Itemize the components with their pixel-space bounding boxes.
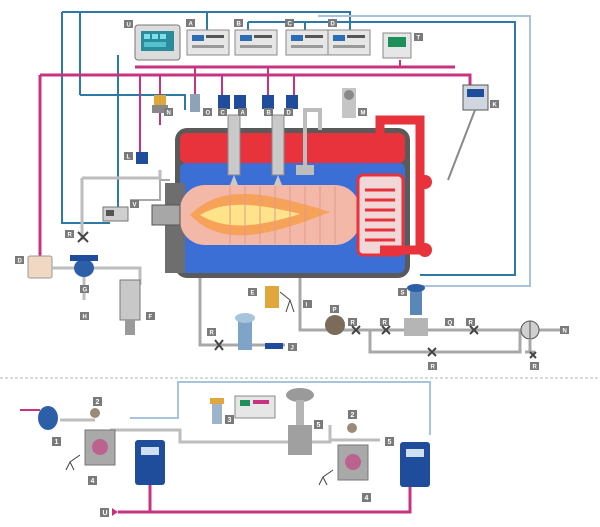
label-o: O (206, 111, 211, 117)
label-j: J (291, 346, 294, 352)
label-d-left: D (18, 259, 23, 265)
label-num-4b: 4 (365, 495, 369, 502)
label-n: N (167, 111, 171, 117)
label-r3: R (469, 321, 474, 327)
label-u-bottom: U (103, 510, 108, 517)
controller-c: C (285, 19, 329, 56)
left-equipment: L V R D G H F (15, 152, 162, 335)
label-p: P (333, 308, 337, 314)
label-num-5a: 5 (317, 422, 321, 429)
control-panel-u: U (124, 20, 181, 61)
label-num-2b: 2 (351, 412, 355, 419)
label-v: V (133, 203, 137, 209)
label-r-low: R (210, 331, 215, 337)
label-m: M (361, 111, 366, 117)
boiler (151, 108, 432, 278)
label-k: K (493, 103, 498, 109)
label-g: G (83, 288, 88, 294)
label-r-left: R (68, 233, 73, 239)
top-sensors: N O C A B D M (152, 88, 367, 118)
display-unit-t: T (382, 32, 423, 59)
steam-line: P R R S Q R R R N (298, 278, 569, 371)
label-num-3: 3 (228, 417, 232, 424)
label-a: A (189, 22, 194, 28)
label-r1: R (351, 321, 356, 327)
label-d2: D (287, 111, 292, 117)
label-r2: R (383, 321, 388, 327)
label-c: C (288, 22, 293, 28)
blowdown-line: R E I J (198, 278, 312, 352)
controller-modules: A B C D (186, 19, 371, 56)
label-num-5b: 5 (388, 439, 392, 446)
label-b2: B (267, 111, 272, 117)
label-r5: R (533, 365, 538, 371)
label-h: H (83, 315, 87, 321)
label-e: E (251, 291, 255, 297)
label-u-top: U (127, 23, 131, 29)
label-f: F (149, 315, 153, 321)
label-r4: R (431, 365, 436, 371)
label-l: L (127, 155, 131, 161)
bottom-inset: U 1 2 4 3 (0, 377, 600, 517)
label-num-1: 1 (55, 439, 59, 446)
label-q: Q (448, 321, 453, 327)
label-s: S (401, 291, 405, 297)
controller-d: D (327, 19, 371, 56)
furnace-corrugations (229, 186, 336, 244)
label-c2: C (221, 111, 226, 117)
label-num-4a: 4 (91, 478, 95, 485)
label-b: B (237, 22, 242, 28)
flue-analyser-k: K (447, 84, 499, 181)
controller-b: B (234, 19, 278, 56)
label-t: T (417, 36, 421, 42)
controller-a: A (186, 19, 230, 56)
label-n-right: N (563, 329, 567, 335)
label-num-2a: 2 (96, 399, 100, 406)
label-d-ctrl: D (331, 22, 336, 28)
label-a2: A (241, 111, 246, 117)
label-i: I (306, 303, 308, 309)
